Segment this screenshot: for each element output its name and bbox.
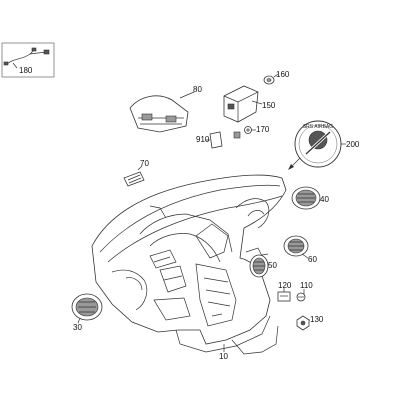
label-40: 40: [320, 195, 329, 204]
label-160: 160: [276, 70, 290, 79]
label-50: 50: [268, 261, 277, 270]
cap-part[interactable]: 160: [263, 70, 290, 85]
screw-110[interactable]: 110: [296, 281, 313, 302]
label-130: 130: [310, 315, 324, 324]
air-vent-50[interactable]: 50: [249, 253, 277, 278]
label-70: 70: [140, 159, 149, 168]
label-110: 110: [300, 281, 313, 290]
dashboard-panel[interactable]: 10: [91, 174, 287, 361]
label-30: 30: [73, 323, 82, 332]
clip-120[interactable]: 120: [277, 281, 292, 302]
label-60: 60: [308, 255, 317, 264]
air-vent-60[interactable]: 60: [283, 235, 317, 264]
air-vent-70[interactable]: 70: [123, 159, 149, 187]
screw-part[interactable]: 170: [244, 125, 270, 134]
air-vent-40[interactable]: 40: [291, 186, 329, 210]
label-10: 10: [219, 352, 228, 361]
label-80: 80: [193, 85, 202, 94]
label-910: 910: [196, 135, 210, 144]
label-150: 150: [262, 101, 276, 110]
clip-part: [233, 131, 241, 139]
passenger-airbag-module[interactable]: 80: [129, 85, 202, 133]
nut-130[interactable]: 130: [296, 315, 324, 331]
connector-part[interactable]: 910: [196, 131, 223, 149]
inset-wiring-harness[interactable]: 180: [1, 42, 55, 78]
label-120: 120: [278, 281, 292, 290]
badge-text: SRS AIRBAG: [303, 124, 333, 130]
label-170: 170: [256, 125, 270, 134]
srs-airbag-badge[interactable]: SRS AIRBAG 200: [288, 120, 360, 170]
label-200: 200: [346, 140, 360, 149]
label-180: 180: [19, 66, 33, 75]
airbag-control-unit[interactable]: 150: [223, 85, 276, 123]
air-vent-30[interactable]: 30: [71, 293, 103, 332]
